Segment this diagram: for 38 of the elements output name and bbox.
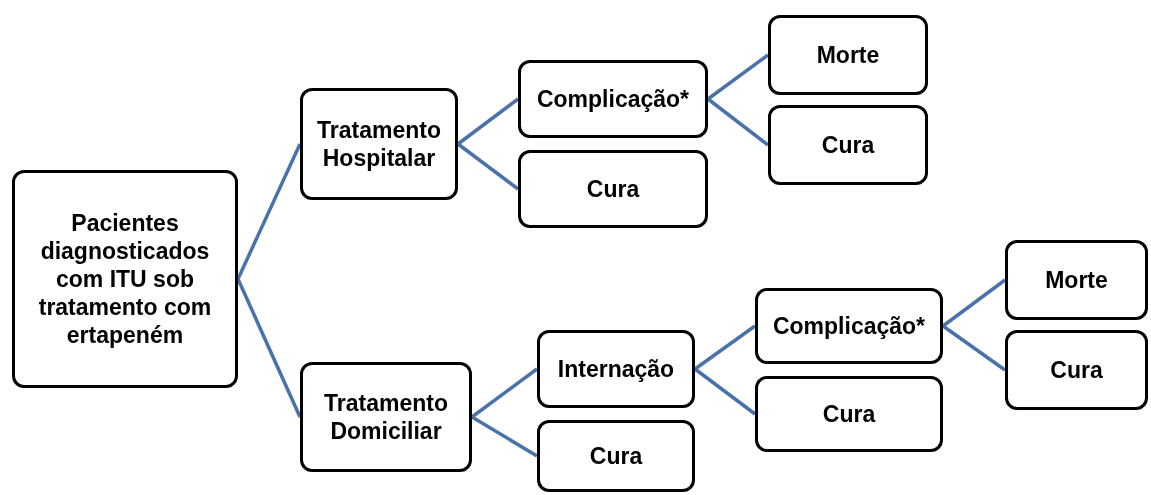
process-box [537,420,695,492]
connector-line [456,97,520,146]
box-label: Complicação* [536,85,690,113]
box-label: Tratamento Domiciliar [323,389,449,445]
process-box [518,60,708,138]
box-label: Cura [822,400,876,428]
box-label: Internação [557,355,675,383]
connector-line [236,143,302,280]
process-box [518,150,708,228]
box-label: Tratamento Hospitalar [316,116,442,172]
box-label: Cura [586,175,640,203]
connector-line [456,142,520,191]
process-box [768,105,928,185]
box-label: Pacientes diagnosticados com ITU sob tratamento com ertapeném [37,209,213,349]
box-label: Cura [821,131,875,159]
process-box [755,288,943,364]
box-label: Morte [816,41,880,69]
box-label: Complicação* [772,312,926,340]
connector-line [694,324,756,371]
connector-line [706,53,770,101]
process-box [300,88,458,200]
box-label: Morte [1045,266,1108,294]
connector-line [470,367,539,419]
process-box [1005,240,1148,320]
process-box [537,330,695,408]
connector-line [942,324,1006,372]
process-box [1005,330,1148,410]
process-box [12,170,238,388]
connector-line [236,278,302,418]
process-box [768,15,928,95]
connector-line [941,278,1007,328]
box-label: Cura [589,442,643,470]
process-box [300,362,472,472]
connector-line [693,367,757,416]
process-box [755,376,943,452]
box-label: Cura [1050,356,1103,384]
connector-line [706,97,770,147]
connector-line [471,415,538,458]
